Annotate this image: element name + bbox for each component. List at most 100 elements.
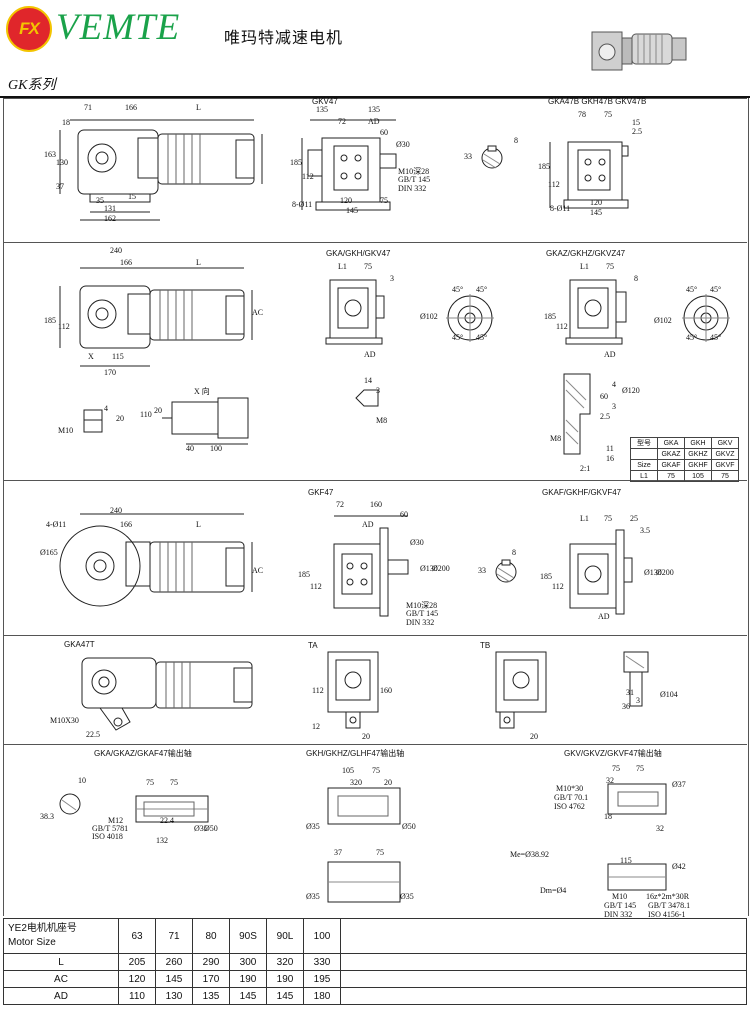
- dim: DIN 332: [604, 910, 633, 919]
- dim: 20: [384, 778, 392, 787]
- table-cell: 145: [229, 987, 267, 1005]
- view-title: GKF47: [308, 488, 334, 497]
- dim: Ø102: [654, 316, 672, 325]
- dim: 75: [364, 262, 372, 271]
- dim: 112: [310, 582, 322, 591]
- dim: 145: [346, 206, 358, 215]
- dim-130: 130: [56, 158, 68, 167]
- table-row: AD 110 130 135 145 145 180: [3, 987, 747, 1005]
- view-title: GKA47B GKH47B GKV47B: [548, 97, 647, 106]
- dim: 78: [578, 110, 586, 119]
- panel-divider: [3, 480, 747, 481]
- dim: DIN 332: [398, 184, 427, 193]
- dim: 185: [298, 570, 310, 579]
- header: FX VEMTE 唯玛特减速电机 GK系列: [0, 0, 750, 100]
- dim-35: 35: [96, 196, 104, 205]
- dim: M10*30: [556, 784, 584, 793]
- dim: Ø50: [402, 822, 416, 831]
- dim: AD: [598, 612, 610, 621]
- dim: 75: [380, 196, 388, 205]
- dim: 10: [78, 776, 86, 785]
- dim: 185: [290, 158, 302, 167]
- dim: 4: [104, 404, 108, 413]
- gkf47-side-view-drawing: [333, 515, 409, 617]
- dim: Ø35: [306, 892, 320, 901]
- gka47t-front-view-drawing: [81, 657, 253, 731]
- dim: 185: [44, 316, 56, 325]
- flange-bolt-circle-drawing: [446, 294, 494, 342]
- table-cell: GKVZ: [711, 448, 739, 460]
- dim: 36: [622, 702, 630, 711]
- table-cell: 195: [303, 970, 341, 988]
- view-title: GKH/GKHZ/GLHF47输出轴: [306, 749, 405, 758]
- dim: 100: [210, 444, 222, 453]
- dim: 15: [632, 118, 640, 127]
- x-view-label: X 向: [194, 387, 210, 396]
- dim: 75: [636, 764, 644, 773]
- dim: Ø200: [656, 568, 674, 577]
- dim: AD: [364, 350, 376, 359]
- table-cell: 260: [155, 953, 193, 971]
- gk47-front-view-drawing: [59, 119, 263, 221]
- view-title: GKAF/GKHF/GKVF47: [542, 488, 622, 497]
- dim: 320: [350, 778, 362, 787]
- dim: 45°: [452, 333, 464, 342]
- dim: 75: [612, 764, 620, 773]
- dim: Me=Ø38.92: [510, 850, 549, 859]
- dim: Ø130: [644, 568, 662, 577]
- gk47b-side-view-drawing: [549, 141, 629, 209]
- dim: 2.5: [632, 127, 642, 136]
- dim: ISO 4018: [92, 832, 123, 841]
- dim: 120: [590, 198, 602, 207]
- dim: ISO 4762: [554, 802, 585, 811]
- dim: 75: [372, 766, 380, 775]
- dim: 3.5: [640, 526, 650, 535]
- dim: 112: [548, 180, 560, 189]
- dim: 8: [634, 274, 638, 283]
- gkaz47-side-view-drawing: [565, 279, 627, 345]
- dim-18: 18: [62, 118, 70, 127]
- dim: 32: [656, 824, 664, 833]
- dim: M10: [58, 426, 74, 435]
- dim: 160: [370, 500, 382, 509]
- dim: Ø120: [622, 386, 640, 395]
- dim: 160: [380, 686, 392, 695]
- table-cell: Size: [630, 459, 658, 471]
- panel-divider: [3, 242, 747, 243]
- table-cell: 330: [303, 953, 341, 971]
- dim: 33: [478, 566, 486, 575]
- dim: 75: [170, 778, 178, 787]
- gear-motor-icon: [591, 31, 687, 71]
- output-shaft-gkh-drawing: [327, 787, 401, 903]
- table-cell: [340, 953, 747, 971]
- dim: 12: [312, 722, 320, 731]
- flange-bolt-circle-drawing: [682, 294, 730, 342]
- gkf47-front-view-drawing: [59, 513, 253, 607]
- dim: 185: [540, 572, 552, 581]
- panel-divider: [3, 98, 747, 99]
- gk47-hollow-front-view-drawing: [59, 267, 253, 367]
- dim: 112: [312, 686, 324, 695]
- dim: 45°: [710, 285, 722, 294]
- output-shaft-gka-drawing: [135, 795, 209, 823]
- dim: 112: [552, 582, 564, 591]
- table-cell: 100: [303, 918, 341, 954]
- table-cell: 120: [118, 970, 156, 988]
- table-cell: [340, 970, 747, 988]
- dim: Ø130: [420, 564, 438, 573]
- view-title: GKA47T: [64, 640, 95, 649]
- dim-166: 166: [125, 103, 137, 112]
- dim: 4-Ø11: [46, 520, 67, 529]
- table-cell: 130: [155, 987, 193, 1005]
- dim: 20: [154, 406, 162, 415]
- dim: Ø42: [672, 862, 686, 871]
- dim: 240: [110, 506, 122, 515]
- shaft-end-section-drawing: [563, 373, 591, 455]
- dim: 3: [390, 274, 394, 283]
- dim: L1: [338, 262, 347, 271]
- dim: 135: [316, 105, 328, 114]
- table-cell: 110: [118, 987, 156, 1005]
- table-cell: 80: [192, 918, 230, 954]
- dim: Ø165: [40, 548, 58, 557]
